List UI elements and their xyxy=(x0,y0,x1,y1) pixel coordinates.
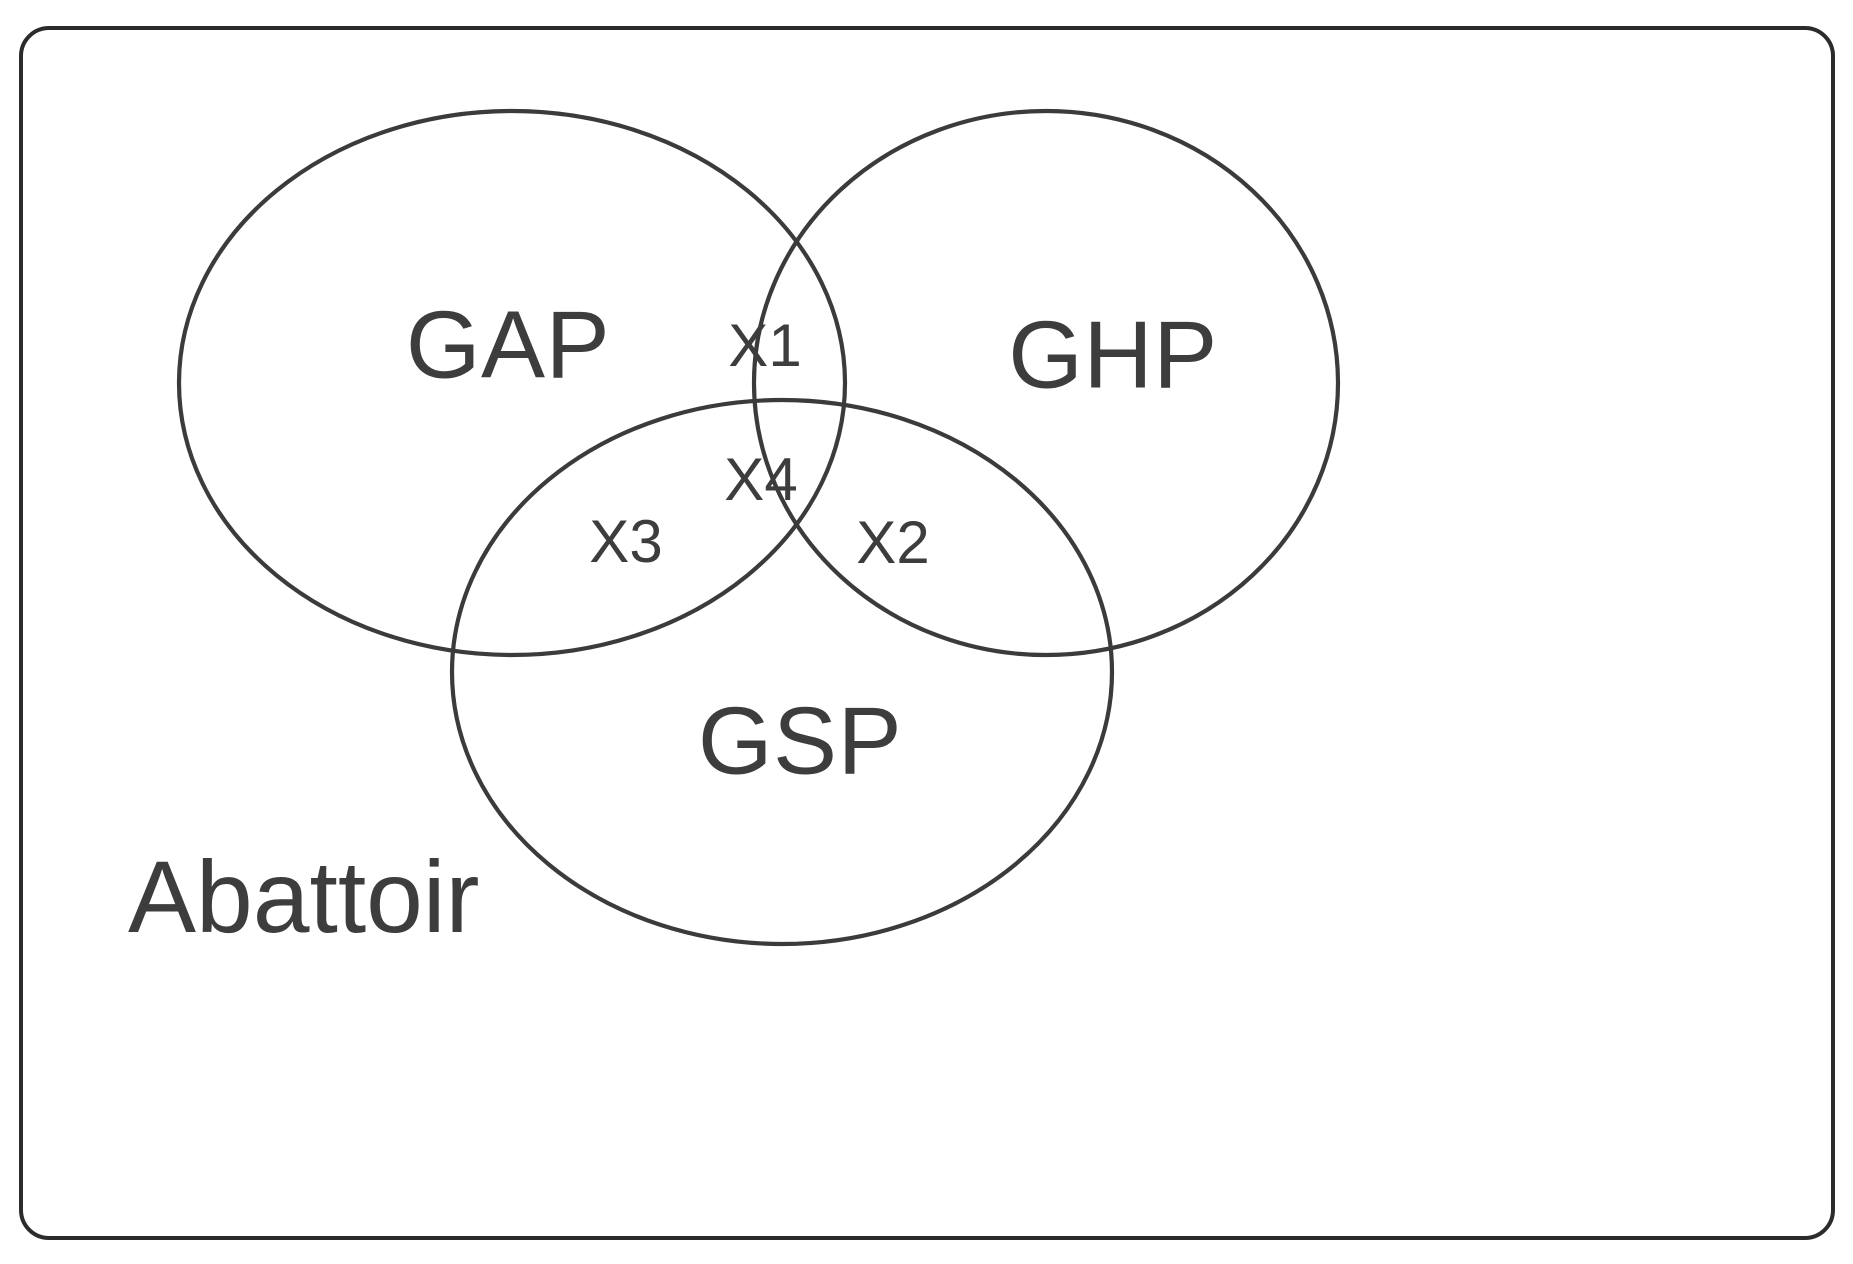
region-label-x4: X4 xyxy=(724,446,797,513)
region-label-x3: X3 xyxy=(589,508,662,575)
region-label-x2: X2 xyxy=(856,509,929,576)
set-circle-gap[interactable] xyxy=(176,108,848,658)
set-label-ghp: GHP xyxy=(1008,301,1218,408)
set-label-gap: GAP xyxy=(406,291,610,398)
set-label-gsp: GSP xyxy=(698,687,902,794)
universe-label-abattoir: Abattoir xyxy=(128,840,480,954)
set-circle-gsp[interactable] xyxy=(449,397,1115,947)
set-circle-ghp[interactable] xyxy=(751,108,1341,658)
region-label-x1: X1 xyxy=(728,312,801,379)
